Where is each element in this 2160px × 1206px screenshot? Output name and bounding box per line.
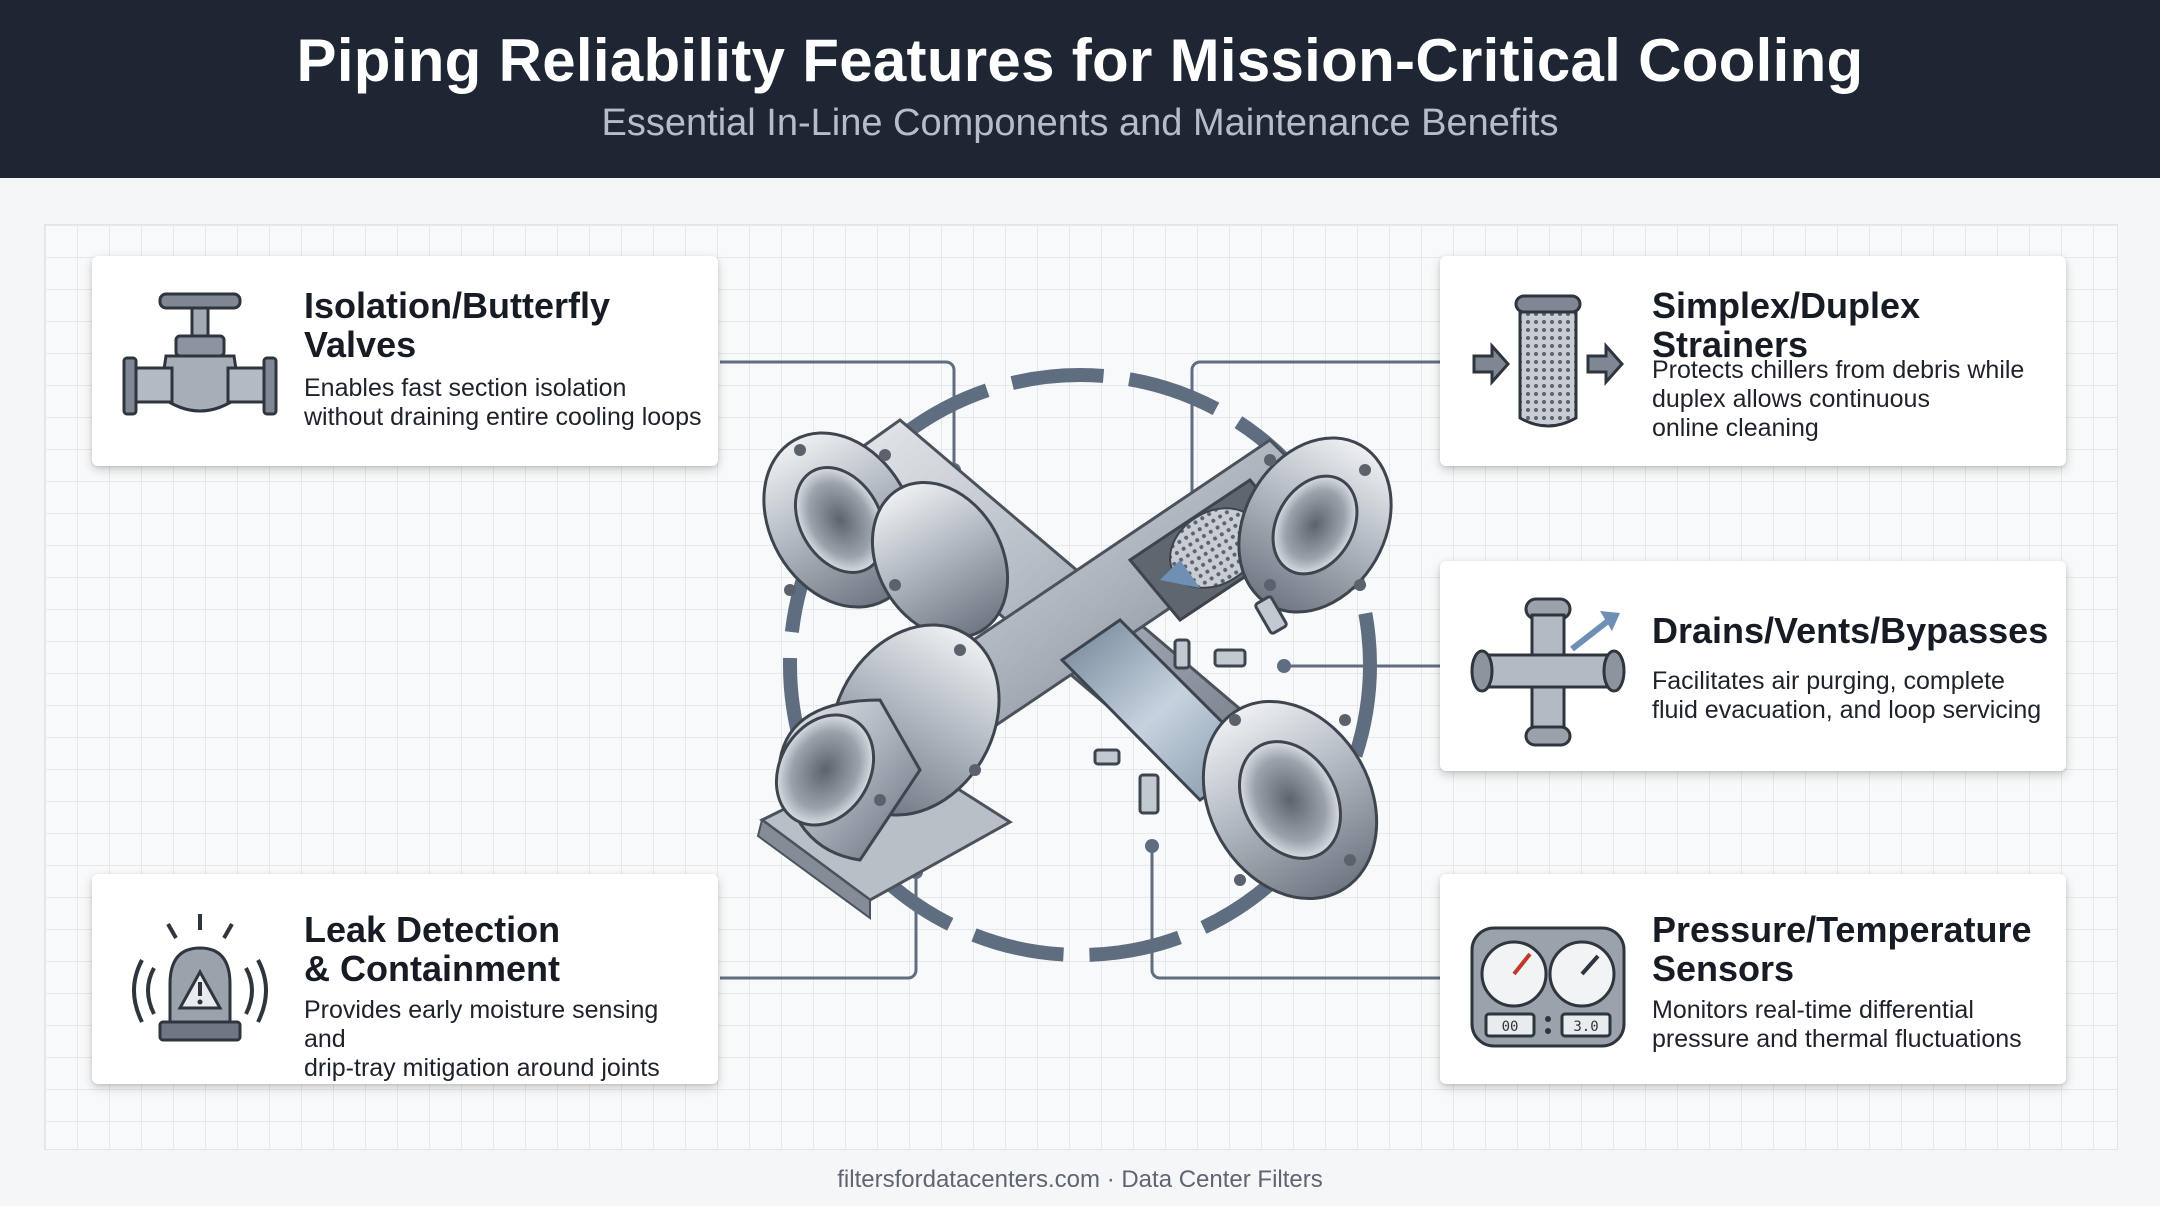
open-pipe-end <box>774 698 922 862</box>
flanges <box>762 431 1393 901</box>
gauge-panel-icon: 00 3.0 <box>1470 926 1626 1048</box>
valve-icon <box>122 292 278 416</box>
footer-credit: filtersfordatacenters.com · Data Center … <box>837 1166 1323 1193</box>
card-drains-vents: Drains/Vents/Bypasses Facilitates air pu… <box>1440 561 2066 771</box>
card-leak-detection: Leak Detection& Containment Provides ear… <box>92 874 718 1084</box>
card-title: Drains/Vents/Bypasses <box>1652 610 2049 651</box>
vent-fittings <box>1093 595 1288 815</box>
strainer-icon <box>1472 294 1625 428</box>
gauge-display-right: 3.0 <box>1573 1019 1598 1035</box>
page-title: Piping Reliability Features for Mission-… <box>296 27 1864 94</box>
gauge-display-left: 00 <box>1502 1019 1519 1035</box>
flange-bolts <box>784 444 1371 886</box>
card-title: Leak Detection& Containment <box>304 909 561 989</box>
header-bar: Piping Reliability Features for Mission-… <box>0 0 2160 178</box>
alarm-beacon-icon <box>132 914 268 1042</box>
connector-lines <box>720 360 1440 980</box>
pipe-cross-icon <box>1470 597 1626 747</box>
page-subtitle: Essential In-Line Components and Mainten… <box>601 102 1559 144</box>
